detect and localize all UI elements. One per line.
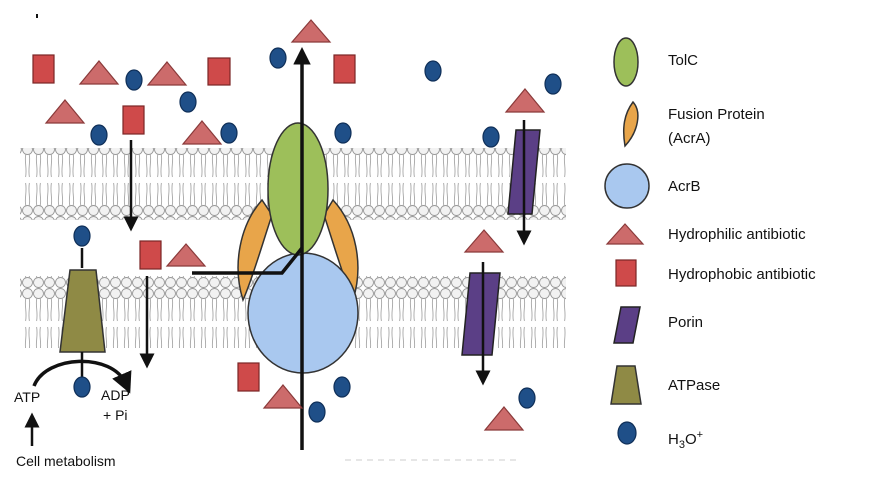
legend-porin-swatch <box>613 306 641 344</box>
hydrophobic-antibiotic <box>32 54 55 84</box>
h3o-ion <box>334 122 352 144</box>
legend-hydrophilic-label: Hydrophilic antibiotic <box>668 226 806 243</box>
legend-hydrophilic-swatch <box>605 223 645 245</box>
hydrophobic-antibiotic <box>333 54 356 84</box>
h3o-subscript: 3 <box>678 439 685 451</box>
legend-h3o-label: H3O+ <box>668 424 703 456</box>
legend-acrb-swatch <box>604 163 650 209</box>
h3o-o: O <box>684 431 697 448</box>
hydrophilic-antibiotic <box>165 243 207 267</box>
legend-atpase-swatch <box>610 365 642 405</box>
h3o-ion <box>220 122 238 144</box>
h3o-ion <box>269 47 287 69</box>
h3o-ion <box>544 73 562 95</box>
h3o-superscript: + <box>696 429 704 441</box>
h3o-ion <box>308 401 326 423</box>
legend-tolc-label: TolC <box>668 52 699 69</box>
hydrophilic-antibiotic <box>290 19 332 43</box>
legend-fusion-label-2: (AcrA) <box>668 130 711 147</box>
atp-label: ATP <box>14 389 41 405</box>
adp-label: ADP <box>101 387 130 403</box>
legend-hydrophobic-swatch <box>615 259 637 287</box>
hydrophilic-antibiotic <box>262 384 304 409</box>
h3o-ion <box>424 60 442 82</box>
atp-conversion-arrow <box>32 359 132 394</box>
h3o-ion <box>482 126 500 148</box>
tolc <box>267 122 329 256</box>
hydrophilic-antibiotic <box>78 60 120 85</box>
h3o-ion <box>73 376 91 398</box>
hydrophobic-antibiotic <box>207 57 231 86</box>
legend-fusion-label-1: Fusion Protein <box>668 106 765 123</box>
hydrophobic-antibiotic <box>122 105 145 135</box>
hydrophilic-antibiotic <box>44 99 86 124</box>
atpase <box>59 269 106 353</box>
fusion-protein-left <box>237 198 273 303</box>
legend-atpase-label: ATPase <box>668 377 721 394</box>
h3o-ion <box>518 387 536 409</box>
hydrophilic-antibiotic <box>483 406 525 431</box>
hydrophilic-antibiotic <box>146 61 188 86</box>
hydrophilic-antibiotic <box>181 120 223 145</box>
legend-h3o-swatch <box>617 421 637 445</box>
legend-hydrophobic-label: Hydrophobic antibiotic <box>668 266 816 283</box>
hydrophobic-antibiotic <box>237 362 260 392</box>
stray-mark <box>36 14 38 18</box>
hydrophilic-antibiotic <box>463 229 505 253</box>
h3o-ion <box>333 376 351 398</box>
cell-metabolism-label: Cell metabolism <box>16 453 116 469</box>
porin-inner <box>461 272 501 356</box>
h3o-ion <box>73 225 91 247</box>
legend-acrb-label: AcrB <box>668 178 701 195</box>
hydrophobic-antibiotic <box>139 240 162 270</box>
h3o-ion <box>90 124 108 146</box>
h3o-ion <box>179 91 197 113</box>
h3o-h: H <box>668 431 679 448</box>
legend-porin-label: Porin <box>668 314 704 331</box>
hydrophobic-entry-line <box>192 246 304 275</box>
pi-label: + Pi <box>103 407 128 423</box>
hydrophilic-antibiotic <box>504 88 546 113</box>
h3o-ion <box>125 69 143 91</box>
legend-tolc-swatch <box>613 37 639 87</box>
legend-fusion-swatch <box>622 100 639 148</box>
